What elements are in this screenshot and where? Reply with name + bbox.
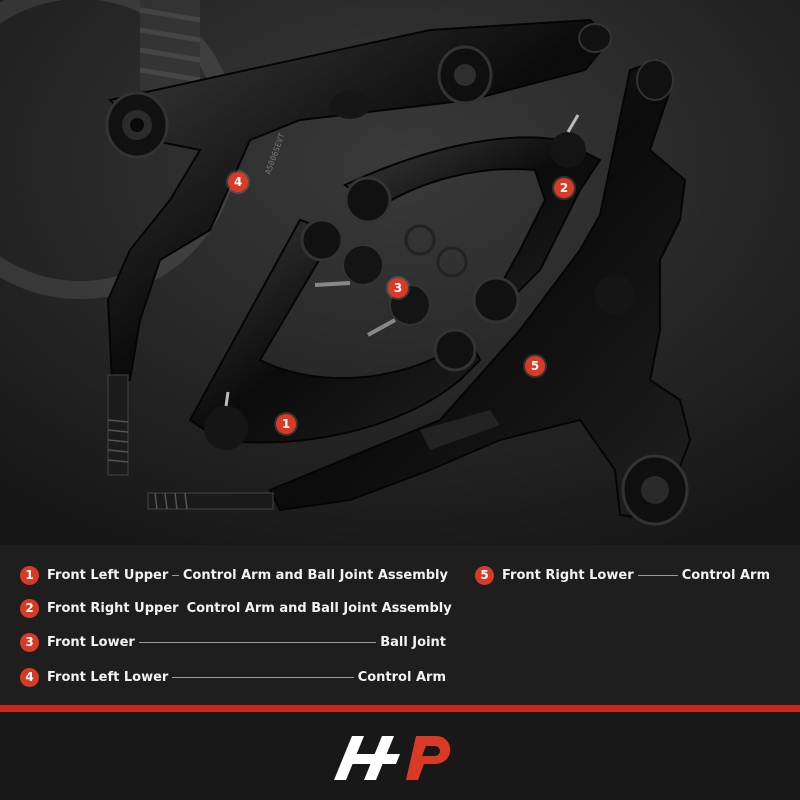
legend-part: Control Arm: [357, 669, 446, 685]
legend-name: Front Right Lower: [502, 567, 634, 583]
callout-4-badge: 4: [228, 172, 248, 192]
legend-number: 4: [20, 667, 39, 687]
callout-3-badge: 3: [388, 278, 408, 298]
legend-leader-line: [172, 574, 179, 576]
front-right-upper-control-arm: [343, 114, 602, 324]
legend-name: Front Right Upper: [47, 600, 179, 616]
legend-item-4: 4 Front Left Lower Control Arm: [20, 665, 446, 689]
accent-stripe: [0, 705, 800, 712]
front-right-lower-control-arm: [147, 58, 692, 526]
legend-part: Ball Joint: [380, 634, 446, 650]
callout-5-badge: 5: [525, 356, 545, 376]
suspension-parts-photo: A5006SEVT: [0, 0, 800, 545]
legend-part: Control Arm and Ball Joint Assembly: [182, 567, 448, 583]
legend-number: 2: [20, 598, 39, 618]
legend-name: Front Left Upper: [47, 567, 169, 583]
legend-leader-line: [172, 676, 354, 678]
legend-item-5: 5 Front Right Lower Control Arm: [475, 563, 770, 587]
legend-leader-line: [637, 574, 678, 576]
front-lower-ball-joints: [314, 224, 468, 337]
legend-number: 1: [20, 565, 39, 585]
legend-number: 3: [20, 632, 39, 652]
legend-part: Control Arm: [681, 567, 770, 583]
brand-logo-icon: [334, 736, 451, 780]
legend-item-1: 1 Front Left Upper Control Arm and Ball …: [20, 563, 448, 587]
legend-name: Front Lower: [47, 634, 135, 650]
legend-leader-line: [138, 641, 377, 643]
parts-legend: 1 Front Left Upper Control Arm and Ball …: [0, 545, 800, 705]
legend-part: Control Arm and Ball Joint Assembly: [186, 600, 452, 616]
legend-number: 5: [475, 565, 494, 585]
callout-1-badge: 1: [276, 414, 296, 434]
front-left-lower-control-arm: A5006SEVT: [105, 18, 612, 476]
legend-item-3: 3 Front Lower Ball Joint: [20, 630, 446, 654]
legend-name: Front Left Lower: [47, 669, 169, 685]
footer: [0, 712, 800, 800]
callout-2-badge: 2: [554, 178, 574, 198]
legend-item-2: 2 Front Right Upper Control Arm and Ball…: [20, 596, 452, 620]
front-left-upper-control-arm: [188, 218, 482, 450]
